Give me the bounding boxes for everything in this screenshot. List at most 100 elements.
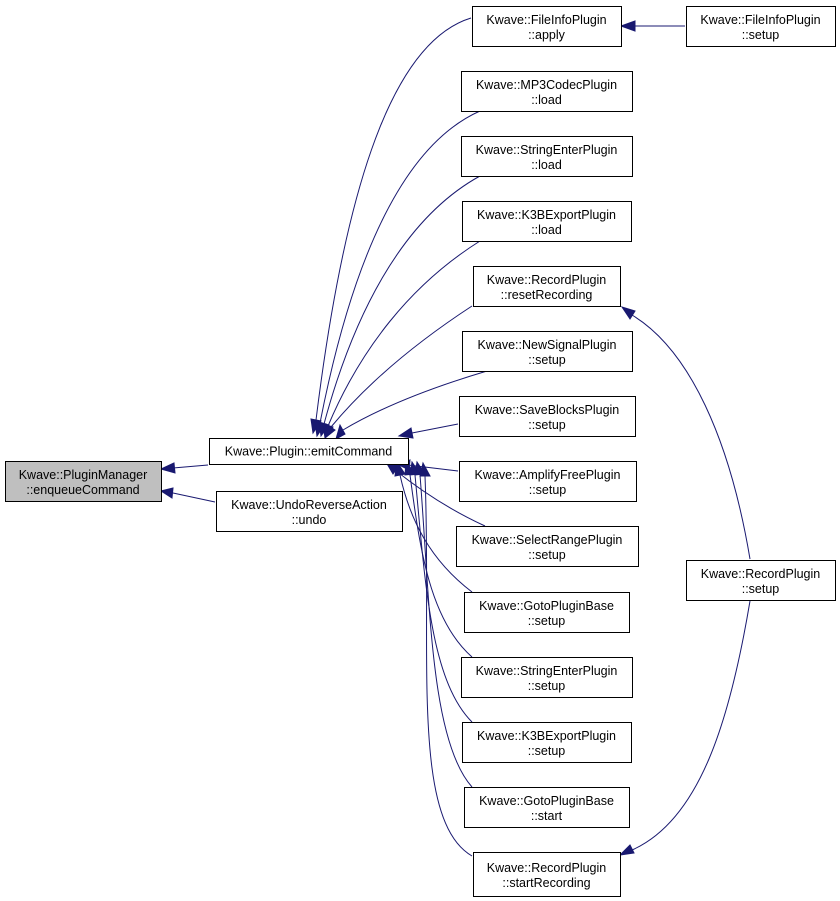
- node-label-line1: Kwave::FileInfoPlugin: [700, 13, 820, 27]
- arrowhead-icon: [159, 487, 174, 499]
- node-newsignalplugin-setup[interactable]: Kwave::NewSignalPlugin::setup: [462, 331, 633, 372]
- node-recordplugin-setup[interactable]: Kwave::RecordPlugin::setup: [686, 560, 836, 601]
- node-k3bexportplugin-setup[interactable]: Kwave::K3BExportPlugin::setup: [462, 722, 632, 763]
- node-label-line1: Kwave::UndoReverseAction: [231, 498, 387, 512]
- arrowhead-icon: [620, 306, 636, 320]
- node-fileinfoplugin-apply[interactable]: Kwave::FileInfoPlugin::apply: [472, 6, 622, 47]
- node-label-line2: ::setup: [742, 28, 780, 42]
- node-label-line2: ::apply: [528, 28, 566, 42]
- node-gotopluginbase-setup[interactable]: Kwave::GotoPluginBase::setup: [464, 592, 630, 633]
- node-pluginmanager-enqueuecommand[interactable]: Kwave::PluginManager::enqueueCommand: [5, 461, 162, 502]
- node-label-line1: Kwave::NewSignalPlugin: [478, 338, 617, 352]
- node-label-line2: ::undo: [292, 513, 327, 527]
- node-box: [472, 6, 622, 47]
- arrowhead-icon: [159, 462, 176, 474]
- node-box: [473, 852, 621, 897]
- call-edge-plugin_emit-to-pm_enqueue: [159, 462, 209, 474]
- node-saveblocksplugin-setup[interactable]: Kwave::SaveBlocksPlugin::setup: [459, 396, 636, 437]
- node-label-line2: ::load: [531, 223, 562, 237]
- node-box: [461, 657, 633, 698]
- node-label-line1: Kwave::GotoPluginBase: [479, 599, 614, 613]
- edge-line: [424, 475, 473, 857]
- node-box: [5, 461, 162, 502]
- node-k3bexportplugin-load[interactable]: Kwave::K3BExportPlugin::load: [462, 201, 632, 242]
- node-box: [459, 396, 636, 437]
- call-edge-fileinfo_setup-to-fileinfo_apply: [619, 20, 685, 32]
- node-label-line2: ::setup: [529, 483, 567, 497]
- node-label-line1: Kwave::FileInfoPlugin: [486, 13, 606, 27]
- node-box: [686, 6, 836, 47]
- node-label: Kwave::Plugin::emitCommand: [225, 445, 392, 459]
- node-amplifyfreeplugin-setup[interactable]: Kwave::AmplifyFreePlugin::setup: [459, 461, 637, 502]
- arrowhead-icon: [397, 427, 414, 439]
- node-label-line2: ::setup: [528, 679, 566, 693]
- call-edge-k3b_load-to-plugin_emit: [322, 240, 481, 440]
- edge-line: [414, 474, 473, 723]
- edge-line: [409, 474, 473, 658]
- node-selectrangeplugin-setup[interactable]: Kwave::SelectRangePlugin::setup: [456, 526, 639, 567]
- node-box: [459, 461, 637, 502]
- node-label-line1: Kwave::GotoPluginBase: [479, 794, 614, 808]
- arrowhead-icon: [335, 423, 346, 441]
- node-mp3codecplugin-load[interactable]: Kwave::MP3CodecPlugin::load: [461, 71, 633, 112]
- node-box: [464, 787, 630, 828]
- arrowhead-icon: [618, 844, 635, 856]
- edge-line: [315, 17, 472, 421]
- node-box: [209, 438, 409, 465]
- node-label-line1: Kwave::StringEnterPlugin: [476, 664, 618, 678]
- edge-line: [172, 464, 209, 469]
- call-edge-fileinfo_apply-to-plugin_emit: [310, 17, 472, 435]
- node-label-line1: Kwave::K3BExportPlugin: [477, 208, 616, 222]
- node-label-line2: ::setup: [528, 418, 566, 432]
- node-label-line1: Kwave::AmplifyFreePlugin: [475, 468, 621, 482]
- node-label-line1: Kwave::RecordPlugin: [487, 861, 607, 875]
- node-recordplugin-startrecording[interactable]: Kwave::RecordPlugin::startRecording: [473, 852, 621, 897]
- node-box: [462, 331, 633, 372]
- node-box: [456, 526, 639, 567]
- arrowhead-icon: [619, 20, 636, 32]
- call-edge-strenter_load-to-plugin_emit: [318, 175, 481, 438]
- node-label-line2: ::setup: [528, 353, 566, 367]
- node-recordplugin-resetrecording[interactable]: Kwave::RecordPlugin::resetRecording: [473, 266, 621, 307]
- node-label-line2: ::start: [531, 809, 563, 823]
- node-label-line2: ::startRecording: [502, 876, 590, 890]
- node-plugin-emitcommand[interactable]: Kwave::Plugin::emitCommand: [209, 438, 409, 465]
- node-label-line2: ::load: [531, 93, 562, 107]
- node-label-line1: Kwave::StringEnterPlugin: [476, 143, 618, 157]
- node-label-line1: Kwave::SaveBlocksPlugin: [475, 403, 620, 417]
- node-label-line2: ::setup: [528, 614, 566, 628]
- node-label-line1: Kwave::SelectRangePlugin: [472, 533, 623, 547]
- call-edge-rec_start-to-plugin_emit: [419, 461, 473, 857]
- node-box: [686, 560, 836, 601]
- edge-line: [172, 492, 216, 503]
- call-edge-saveblocks_setup-to-plugin_emit: [397, 423, 459, 439]
- node-box: [473, 266, 621, 307]
- arrowhead-icon: [394, 460, 406, 477]
- edge-line: [631, 600, 751, 851]
- node-label-line2: ::setup: [742, 582, 780, 596]
- nodes-layer: Kwave::PluginManager::enqueueCommandKwav…: [5, 6, 836, 897]
- edge-line: [419, 474, 473, 788]
- edge-line: [330, 305, 473, 428]
- node-fileinfoplugin-setup[interactable]: Kwave::FileInfoPlugin::setup: [686, 6, 836, 47]
- call-edge-undo_rev-to-pm_enqueue: [159, 487, 216, 503]
- node-gotopluginbase-start[interactable]: Kwave::GotoPluginBase::start: [464, 787, 630, 828]
- call-edge-newsig_setup-to-plugin_emit: [335, 370, 488, 441]
- node-box: [216, 491, 403, 532]
- node-label-line2: ::resetRecording: [501, 288, 593, 302]
- node-box: [461, 71, 633, 112]
- node-box: [462, 722, 632, 763]
- edge-line: [323, 175, 481, 425]
- node-box: [461, 136, 633, 177]
- node-box: [464, 592, 630, 633]
- node-stringenterplugin-load[interactable]: Kwave::StringEnterPlugin::load: [461, 136, 633, 177]
- node-stringenterplugin-setup[interactable]: Kwave::StringEnterPlugin::setup: [461, 657, 633, 698]
- edge-line: [319, 110, 481, 424]
- call-edge-mp3_load-to-plugin_emit: [314, 110, 481, 438]
- arrowhead-icon: [419, 461, 431, 477]
- node-label-line2: ::load: [531, 158, 562, 172]
- node-label-line1: Kwave::MP3CodecPlugin: [476, 78, 617, 92]
- node-undoreverseaction-undo[interactable]: Kwave::UndoReverseAction::undo: [216, 491, 403, 532]
- node-label-line1: Kwave::PluginManager: [19, 468, 148, 482]
